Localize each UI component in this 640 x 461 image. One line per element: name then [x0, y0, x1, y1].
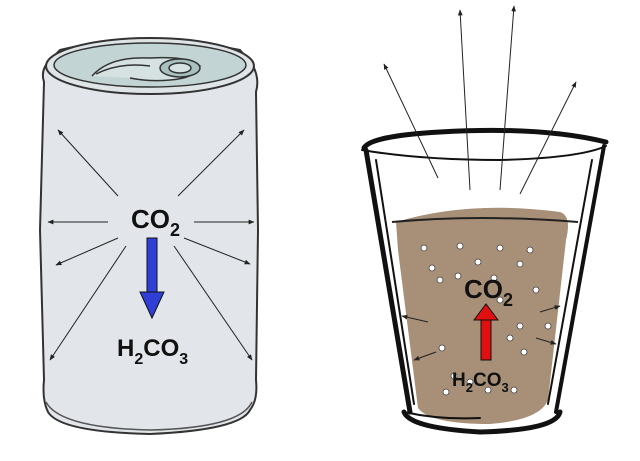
bubble: [544, 322, 552, 330]
can-h2co3-label: H2CO3: [117, 335, 188, 368]
can-diffusion-arrows: [47, 129, 255, 361]
bubble: [466, 378, 474, 386]
bubble: [438, 344, 446, 352]
bubble: [484, 386, 492, 394]
bubble: [442, 388, 450, 396]
bubble: [510, 386, 518, 394]
bubble: [428, 264, 436, 272]
bubble: [506, 334, 514, 342]
glass-red-arrow: [473, 303, 499, 361]
glass-side-arrow-left-lower: [413, 351, 437, 361]
bubble: [496, 296, 504, 304]
can-arrow-up-right: [177, 129, 245, 197]
bubble: [526, 246, 534, 254]
glass-outline: [361, 127, 609, 435]
can-arrow-low-right: [173, 245, 253, 361]
can-arrow-mid-left: [55, 237, 119, 266]
can-arrow-low-left: [49, 245, 127, 361]
glass-side-arrow-right-upper: [539, 305, 561, 313]
bubble: [454, 272, 462, 280]
bubble: [490, 274, 498, 282]
can-arrow-up-left: [57, 129, 119, 197]
glass: CO2 H2CO3: [361, 5, 609, 435]
bubble: [516, 322, 524, 330]
liquid-surface: [391, 217, 579, 223]
can-co2-label: CO2: [131, 204, 180, 240]
bubble: [450, 372, 458, 380]
glass-side-arrows: [401, 305, 561, 361]
bubble: [520, 348, 528, 356]
bubble: [436, 276, 444, 284]
glass-arrow-far-right: [519, 81, 577, 195]
bubble: [496, 244, 504, 252]
can-arrow-mid-right: [183, 237, 251, 265]
glass-co2-label: CO2: [464, 274, 513, 310]
bubble: [474, 258, 482, 266]
glass-escape-arrows: [383, 5, 577, 195]
glass-arrow-far-left: [383, 63, 439, 179]
bubble: [420, 244, 428, 252]
glass-side-arrow-left-upper: [401, 314, 429, 323]
bubble: [456, 242, 464, 250]
glass-h2co3-label: H2CO3: [452, 370, 509, 395]
can-body: [38, 39, 260, 436]
glass-side-arrow-right-lower: [535, 337, 557, 345]
bubble: [516, 260, 524, 268]
soda-can: CO2 H2CO3: [38, 37, 260, 436]
glass-arrow-right: [499, 5, 516, 191]
can-bottom-rim: [45, 401, 253, 431]
pull-tab-icon: [91, 56, 201, 82]
glass-bubbles: [420, 242, 552, 396]
bubble: [532, 286, 540, 294]
glass-arrow-left: [457, 9, 471, 191]
can-blue-arrow: [139, 237, 165, 320]
